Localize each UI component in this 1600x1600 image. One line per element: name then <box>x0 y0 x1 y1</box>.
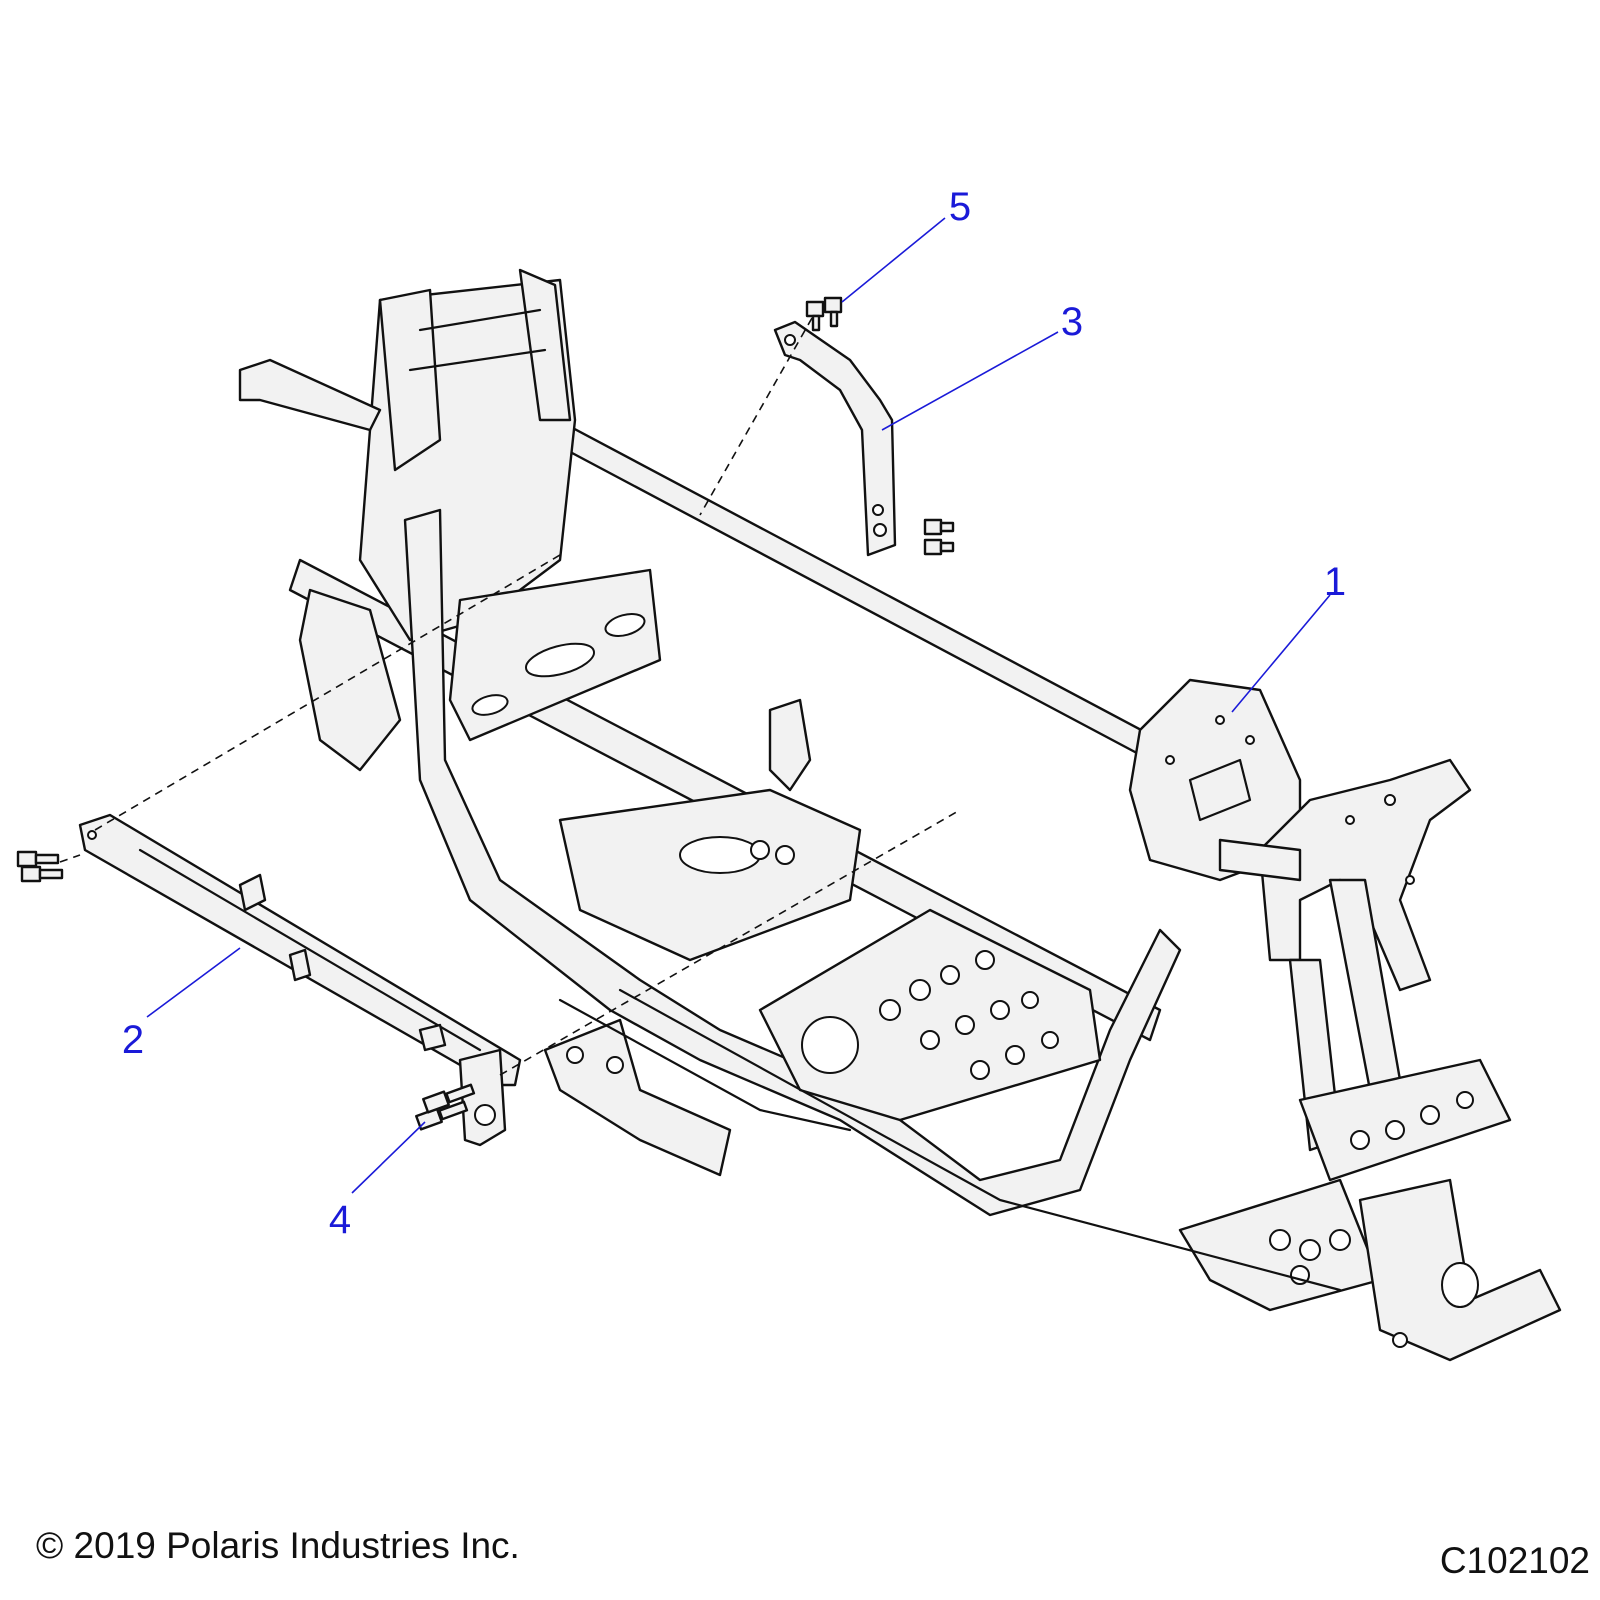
callout-1: 1 <box>1324 560 1346 604</box>
cross-bar <box>78 813 522 1147</box>
brace <box>773 320 897 557</box>
main-frame <box>238 268 1562 1362</box>
bolts-brace <box>923 518 955 556</box>
leader-2 <box>146 947 241 1018</box>
callout-leaders <box>146 217 1331 1194</box>
figure-id: C102102 <box>1439 1540 1590 1581</box>
callout-2: 2 <box>122 1018 144 1062</box>
leader-3 <box>881 331 1059 431</box>
leader-1 <box>1231 594 1331 713</box>
leader-4 <box>351 1121 426 1194</box>
callout-3: 3 <box>1061 300 1083 344</box>
bolts-cross-bar <box>16 850 64 883</box>
copyright-notice: © 2019 Polaris Industries Inc. <box>36 1525 520 1566</box>
callout-4: 4 <box>329 1198 351 1242</box>
assembly-lines <box>59 317 961 1076</box>
callout-5: 5 <box>949 185 971 229</box>
leader-5 <box>841 217 946 303</box>
bolts-upper <box>805 296 843 332</box>
